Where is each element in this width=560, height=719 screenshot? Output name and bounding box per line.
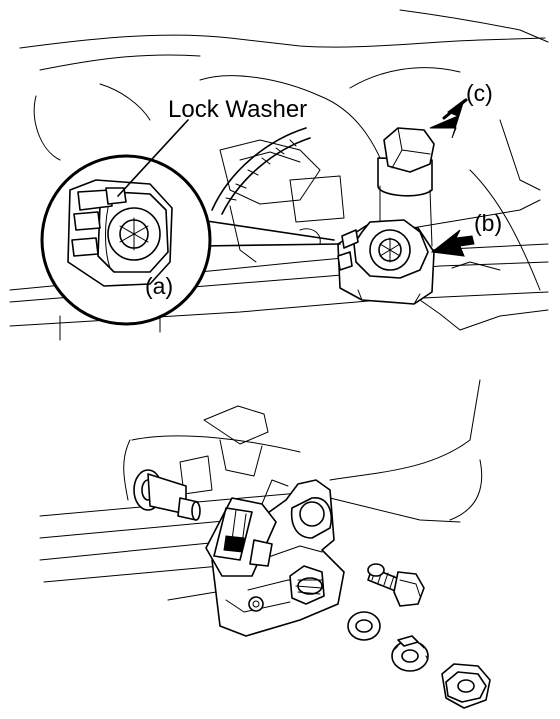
exploded-lock-washer [391,635,429,672]
magnified-view [40,154,212,326]
magnifier-leader [199,219,341,247]
exploded-nut [441,663,491,709]
exploded-flat-washer [347,611,381,641]
label-a: (a) [145,273,173,299]
arrow-b [430,229,475,257]
arrow-c [429,98,468,139]
bolt-c [377,127,435,247]
top-illustration: (c) (b) [9,9,549,341]
bottom-illustration [39,379,491,709]
pulley-arc [211,127,311,215]
label-c: (c) [466,80,493,106]
valve-shaft [133,469,201,521]
label-b: (b) [474,210,502,236]
nut-assembly-b [337,219,435,305]
lock-washer-leader [117,119,189,197]
exploded-bolt [367,563,425,607]
neutral-start-switch [205,479,345,637]
label-lock-washer: Lock Washer [168,96,307,123]
